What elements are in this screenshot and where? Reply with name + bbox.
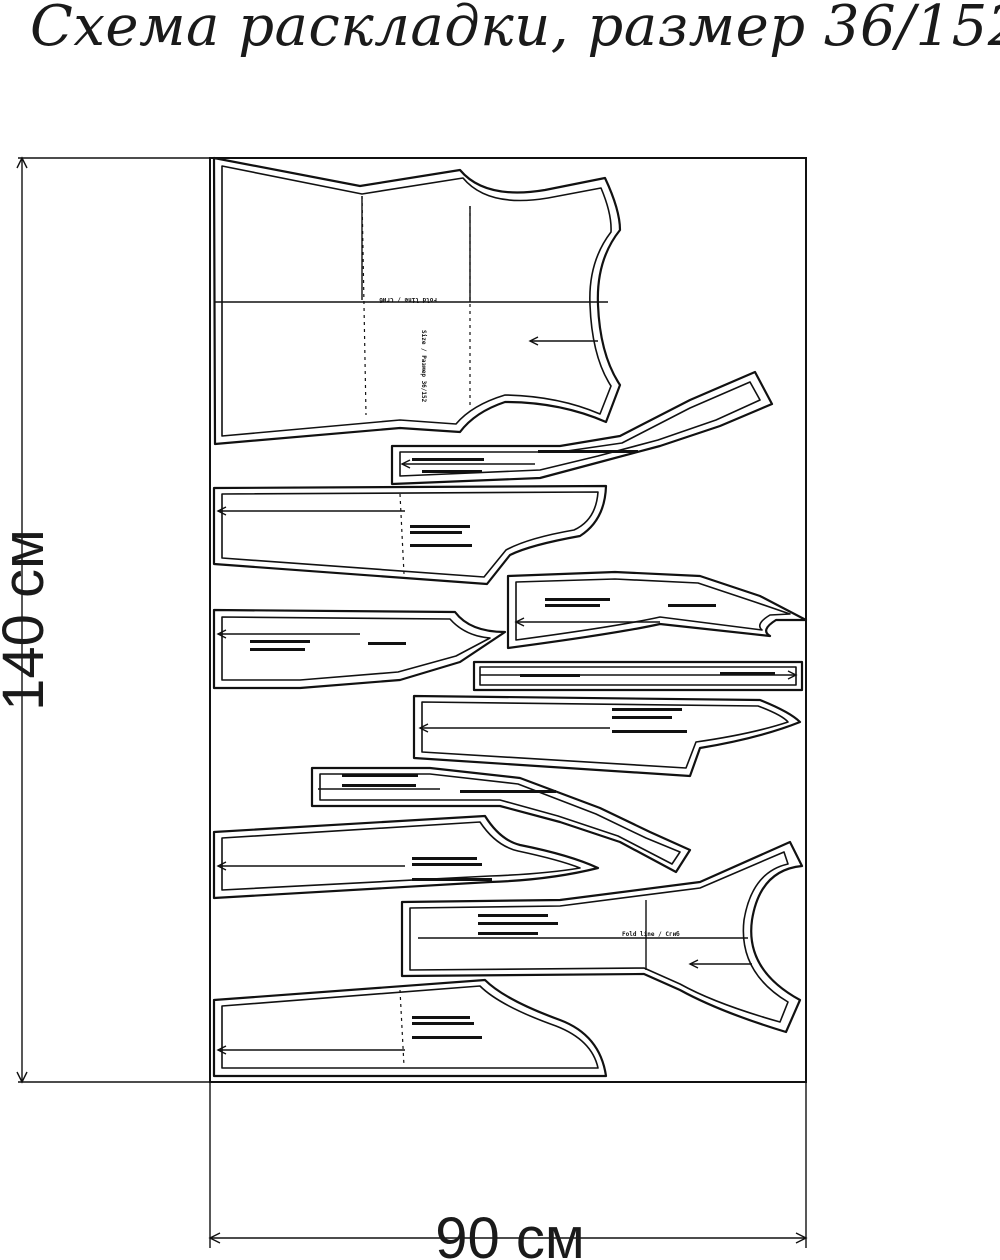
height-label: 140 см bbox=[0, 529, 56, 711]
pattern-piece-front: Fold line / Сгиб bbox=[400, 840, 804, 1034]
piece-size-label: Size / Размер 36/152 bbox=[420, 330, 427, 403]
fold-label: Fold line / Сгиб bbox=[379, 296, 437, 303]
layout-title: Схема раскладки, размер 36/152 bbox=[30, 0, 1000, 59]
pattern-piece-8 bbox=[310, 766, 692, 874]
pattern-piece-4 bbox=[506, 570, 808, 650]
pattern-piece-back: Fold line / Сгиб Size / Размер 36/152 bbox=[212, 156, 622, 446]
width-label: 90 см bbox=[435, 1206, 585, 1260]
pattern-piece-3 bbox=[212, 484, 608, 586]
pattern-piece-11 bbox=[212, 978, 608, 1078]
pattern-piece-9 bbox=[212, 814, 600, 900]
front-fold-label: Fold line / Сгиб bbox=[622, 931, 680, 938]
piece-text-blocks bbox=[250, 450, 775, 1039]
pattern-piece-7 bbox=[412, 694, 802, 778]
pattern-piece-strip-1 bbox=[390, 370, 774, 486]
pattern-piece-5 bbox=[212, 608, 507, 690]
dimension-lines bbox=[16, 156, 808, 1248]
